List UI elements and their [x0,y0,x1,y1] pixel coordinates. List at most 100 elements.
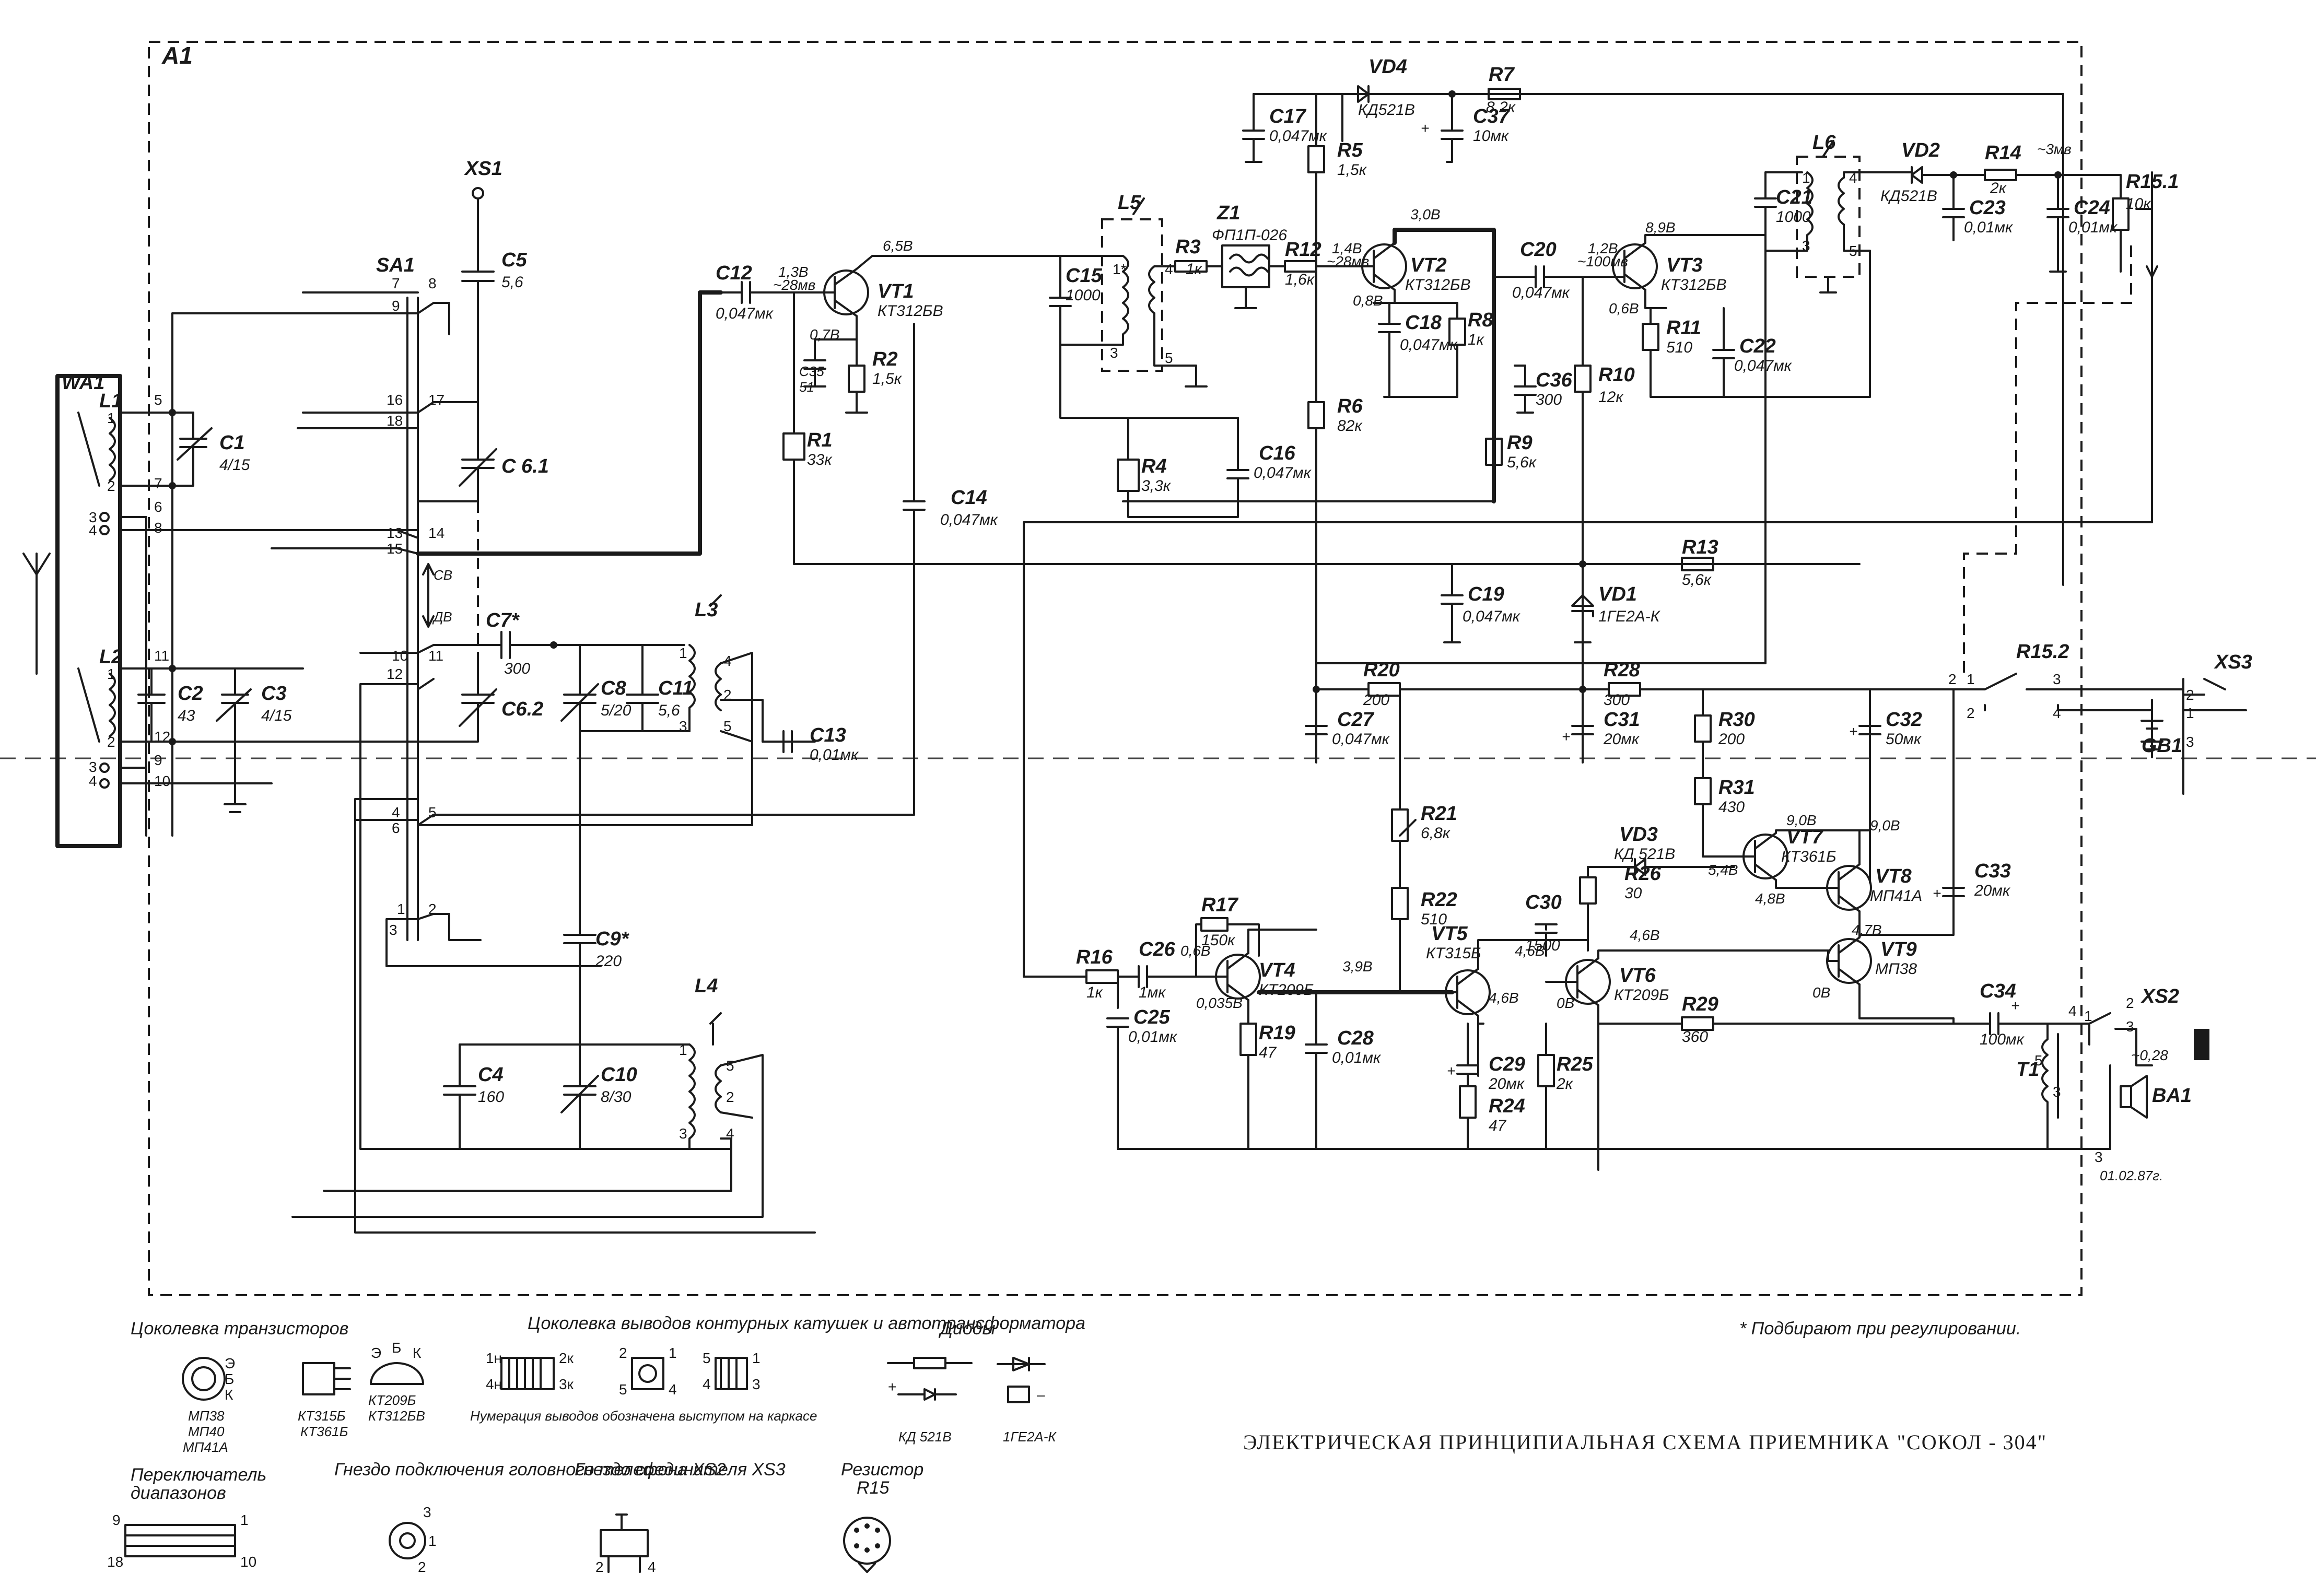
svg-text:C5: C5 [501,249,527,271]
svg-text:6: 6 [392,820,400,836]
svg-text:15: 15 [387,541,403,557]
svg-text:C30: C30 [1525,891,1562,913]
svg-text:4: 4 [1849,170,1857,186]
svg-text:2: 2 [595,1559,604,1575]
output-stage: T1 53 14 23 XS2 ~0,28 BA1 3 01.02.87г. [2016,985,2209,1183]
svg-text:6: 6 [154,499,162,515]
svg-text:C37: C37 [1473,105,1511,127]
svg-text:1к: 1к [1468,331,1485,348]
svg-text:4н: 4н [486,1376,502,1392]
svg-text:C4: C4 [478,1064,504,1086]
svg-text:КТ315Б: КТ315Б [298,1408,346,1424]
svg-text:1000: 1000 [1776,208,1811,226]
svg-text:2к: 2к [1556,1075,1574,1093]
svg-text:+: + [2011,997,2019,1014]
svg-text:Э: Э [225,1355,235,1371]
svg-text:1: 1 [428,1533,437,1549]
svg-text:2: 2 [428,901,437,917]
svg-text:–: – [1037,1387,1045,1403]
svg-text:C32: C32 [1886,709,1922,731]
svg-text:C12: C12 [716,262,752,284]
xs2-label: XS2 [2140,985,2179,1007]
svg-text:1: 1 [679,1042,687,1058]
svg-text:12: 12 [154,729,170,745]
svg-text:5: 5 [723,718,732,734]
svg-text:R29: R29 [1682,993,1718,1015]
svg-text:C6.2: C6.2 [501,698,543,720]
svg-text:R1: R1 [807,429,833,451]
svg-text:2: 2 [107,478,115,494]
svg-text:L1: L1 [99,390,122,412]
svg-text:C10: C10 [601,1064,637,1086]
schematic-title: ЭЛЕКТРИЧЕСКАЯ ПРИНЦИПИАЛЬНАЯ СХЕМА ПРИЕМ… [1243,1430,2047,1454]
svg-text:3,3к: 3,3к [1141,477,1172,495]
svg-text:КТ209Б: КТ209Б [368,1392,416,1408]
svg-text:8,2к: 8,2к [1486,99,1516,116]
svg-text:0,047мк: 0,047мк [1463,608,1521,625]
vt5-type: КТ315Б [1426,945,1481,962]
svg-text:18: 18 [107,1554,123,1570]
svg-text:C33: C33 [1974,860,2011,882]
svg-text:1: 1 [107,666,115,682]
svg-text:0,047мк: 0,047мк [716,305,774,322]
svg-text:0,01мк: 0,01мк [1332,1049,1382,1066]
vt6-e-volt: 0В [1557,995,1574,1011]
svg-text:0,047мк: 0,047мк [1254,464,1312,482]
svg-text:R6: R6 [1337,395,1363,417]
svg-text:3: 3 [423,1504,431,1520]
svg-text:C9*: C9* [595,928,630,950]
diode-title: Диоды [938,1319,996,1339]
svg-text:5: 5 [154,392,162,408]
gb1-label: GB1 [2142,735,2182,757]
svg-text:47: 47 [1259,1044,1277,1061]
svg-text:R22: R22 [1421,889,1457,911]
svg-text:3: 3 [679,718,687,734]
svg-text:0,01мк: 0,01мк [2068,219,2118,236]
svg-text:8: 8 [154,520,162,536]
svg-text:C2: C2 [178,683,203,705]
spk-volt: ~0,28 [2131,1047,2168,1063]
svg-text:9: 9 [392,298,400,314]
svg-text:300: 300 [1536,391,1562,408]
svg-text:C8: C8 [601,677,626,699]
svg-text:C35: C35 [799,363,824,379]
svg-text:+: + [1421,120,1429,136]
svg-text:0,047мк: 0,047мк [940,511,999,529]
svg-text:L4: L4 [695,975,718,997]
vt2-b-volt: 1,4В [1332,240,1362,256]
svg-text:430: 430 [1718,799,1745,816]
svg-text:1: 1 [669,1345,677,1361]
svg-text:7: 7 [392,275,400,291]
svg-text:100мк: 100мк [1980,1031,2025,1048]
svg-text:1к: 1к [1086,984,1104,1001]
vt9-type: МП38 [1875,960,1917,978]
vt1-c-volt: 6,5В [883,238,913,254]
svg-text:43: 43 [178,707,195,724]
svg-text:16: 16 [387,392,403,408]
svg-text:1: 1 [2084,1008,2092,1024]
svg-text:3: 3 [2053,671,2061,687]
svg-text:510: 510 [1421,911,1447,928]
vt2-e-volt: 0,8В [1353,292,1383,309]
svg-text:360: 360 [1682,1028,1708,1046]
svg-text:C1: C1 [219,432,245,454]
svg-text:L2: L2 [99,646,122,668]
svg-text:1: 1 [1802,170,1810,186]
frame-label: A1 [161,42,193,69]
svg-text:13: 13 [387,525,403,541]
svg-text:C16: C16 [1259,442,1296,464]
svg-text:3к: 3к [559,1376,574,1392]
svg-text:50мк: 50мк [1886,731,1922,748]
svg-text:9: 9 [112,1512,121,1528]
svg-text:VT4: VT4 [1259,959,1295,981]
svg-text:4: 4 [89,773,97,789]
svg-text:C23: C23 [1969,197,2006,219]
svg-text:C17: C17 [1269,105,1307,127]
svg-text:R2: R2 [872,348,898,370]
svg-text:4: 4 [2068,1003,2077,1019]
